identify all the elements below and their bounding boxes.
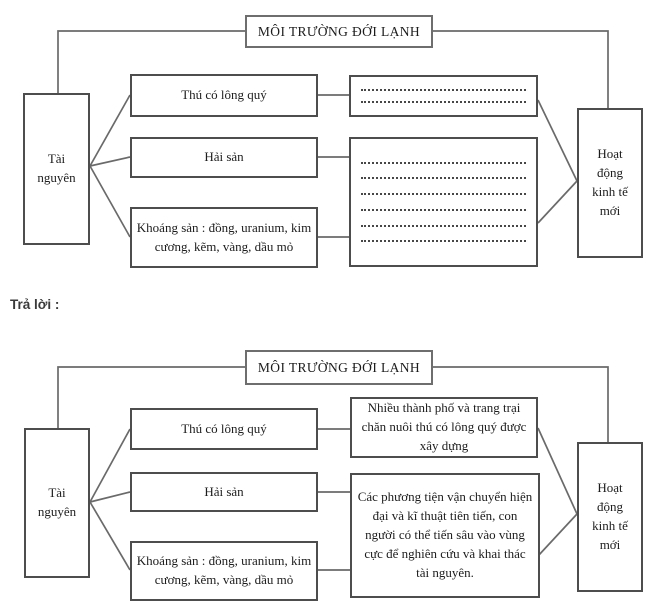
diagram-title-box: MÔI TRƯỜNG ĐỚI LẠNH bbox=[245, 350, 433, 385]
dotted-blank-line bbox=[361, 100, 526, 103]
resource-box-minerals: Khoáng sản : đồng, uranium, kim cương, k… bbox=[130, 207, 318, 268]
dotted-blank-line bbox=[361, 177, 526, 180]
resource-box-fur-animals: Thú có lông quý bbox=[130, 74, 318, 117]
dotted-blank-line bbox=[361, 193, 526, 196]
result-box: Hoạt động kinh tế mới bbox=[577, 442, 643, 592]
resource-box-minerals: Khoáng sản : đồng, uranium, kim cương, k… bbox=[130, 541, 318, 601]
dotted-blank-line bbox=[361, 240, 526, 243]
dotted-blank-line bbox=[361, 224, 526, 227]
diagram-title-box: MÔI TRƯỜNG ĐỚI LẠNH bbox=[245, 15, 433, 48]
result-box: Hoạt động kinh tế mới bbox=[577, 108, 643, 258]
answer-section-label: Trả lời : bbox=[10, 297, 60, 312]
resource-box-fur-animals: Thú có lông quý bbox=[130, 408, 318, 450]
blank-answer-box-1 bbox=[349, 75, 538, 117]
blank-answer-box-2 bbox=[349, 137, 538, 267]
resource-box-seafood: Hải sản bbox=[130, 137, 318, 178]
source-box: Tài nguyên bbox=[24, 428, 90, 578]
dotted-blank-line bbox=[361, 161, 526, 164]
answer-box-exploitation: Các phương tiện vận chuyển hiện đại và k… bbox=[350, 473, 540, 598]
dotted-blank-line bbox=[361, 208, 526, 211]
dotted-blank-line bbox=[361, 89, 526, 92]
answer-box-fur-animals: Nhiều thành phố và trang trại chăn nuôi … bbox=[350, 397, 538, 458]
resource-box-seafood: Hải sản bbox=[130, 472, 318, 512]
source-box: Tài nguyên bbox=[23, 93, 90, 245]
